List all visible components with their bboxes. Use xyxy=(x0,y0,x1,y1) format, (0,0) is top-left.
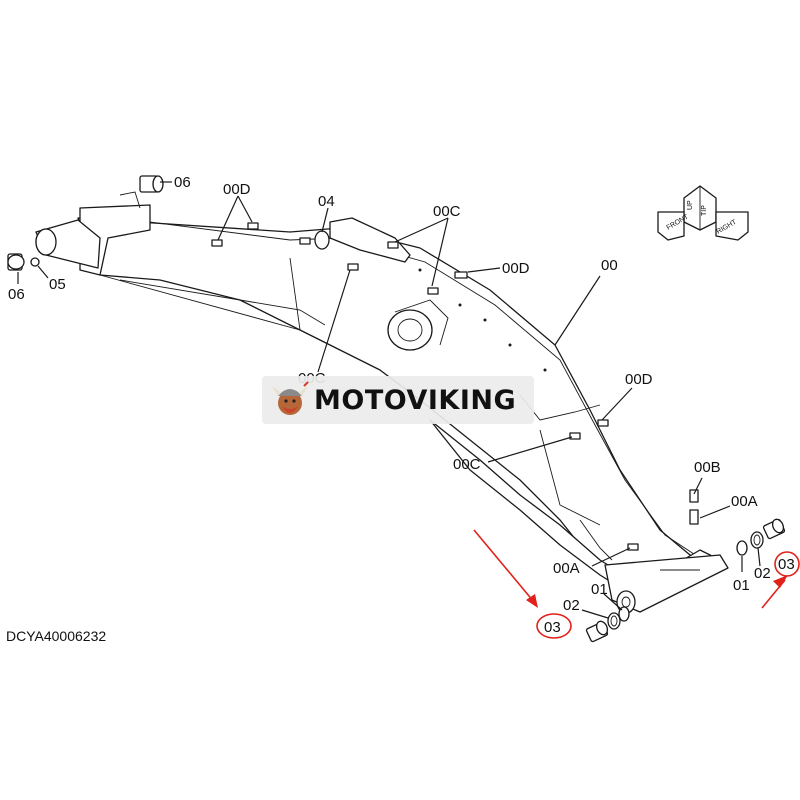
label-03-right: 03 xyxy=(778,556,795,573)
label-00c-lower: 00C xyxy=(453,456,481,473)
marker-up: UP xyxy=(687,200,694,210)
part-05-nipple xyxy=(30,257,40,267)
label-00a-left: 00A xyxy=(553,560,580,577)
label-02-left: 02 xyxy=(563,597,580,614)
label-00d-top: 00D xyxy=(223,181,251,198)
label-00: 00 xyxy=(601,257,618,274)
part-06-top-bushing xyxy=(139,175,164,193)
watermark-banner: MOTOVIKING xyxy=(262,376,534,424)
part-02-right-seal xyxy=(750,531,764,549)
part-03-left-bushing xyxy=(585,620,609,643)
label-01-right: 01 xyxy=(733,577,750,594)
label-00b: 00B xyxy=(694,459,721,476)
label-01-left: 01 xyxy=(591,581,608,598)
leader-lines xyxy=(17,181,761,619)
label-06-top: 06 xyxy=(174,174,191,191)
red-callouts xyxy=(473,529,800,639)
viking-warrior-logo xyxy=(272,381,309,415)
label-00d-mid: 00D xyxy=(502,260,530,277)
part-01-right-ring xyxy=(736,540,748,556)
marker-tip: TIP xyxy=(701,205,708,216)
label-05: 05 xyxy=(49,276,66,293)
label-04: 04 xyxy=(318,193,335,210)
document-code: DCYA40006232 xyxy=(6,628,107,644)
label-00d-lower: 00D xyxy=(625,371,653,388)
label-00c-top: 00C xyxy=(433,203,461,220)
arrow-left xyxy=(473,529,535,603)
direction-marker: FRONT RIGHT UP TIP xyxy=(657,185,749,241)
part-06-left-bushing xyxy=(7,253,25,271)
part-02-left-seal xyxy=(607,612,621,630)
callout-circle-03-left xyxy=(536,613,572,639)
part-03-right-bushing xyxy=(762,518,786,540)
label-02-right: 02 xyxy=(754,565,771,582)
label-00a-right: 00A xyxy=(731,493,758,510)
watermark-text: MOTOVIKING xyxy=(314,384,517,416)
label-03-left: 03 xyxy=(544,619,561,636)
boom-body xyxy=(35,191,729,614)
part-labels: 06 00D 04 00C 00D 00 06 05 00C 00D 00C 0… xyxy=(8,174,795,636)
part-01-left-ring xyxy=(618,606,630,622)
label-06-left: 06 xyxy=(8,286,25,303)
